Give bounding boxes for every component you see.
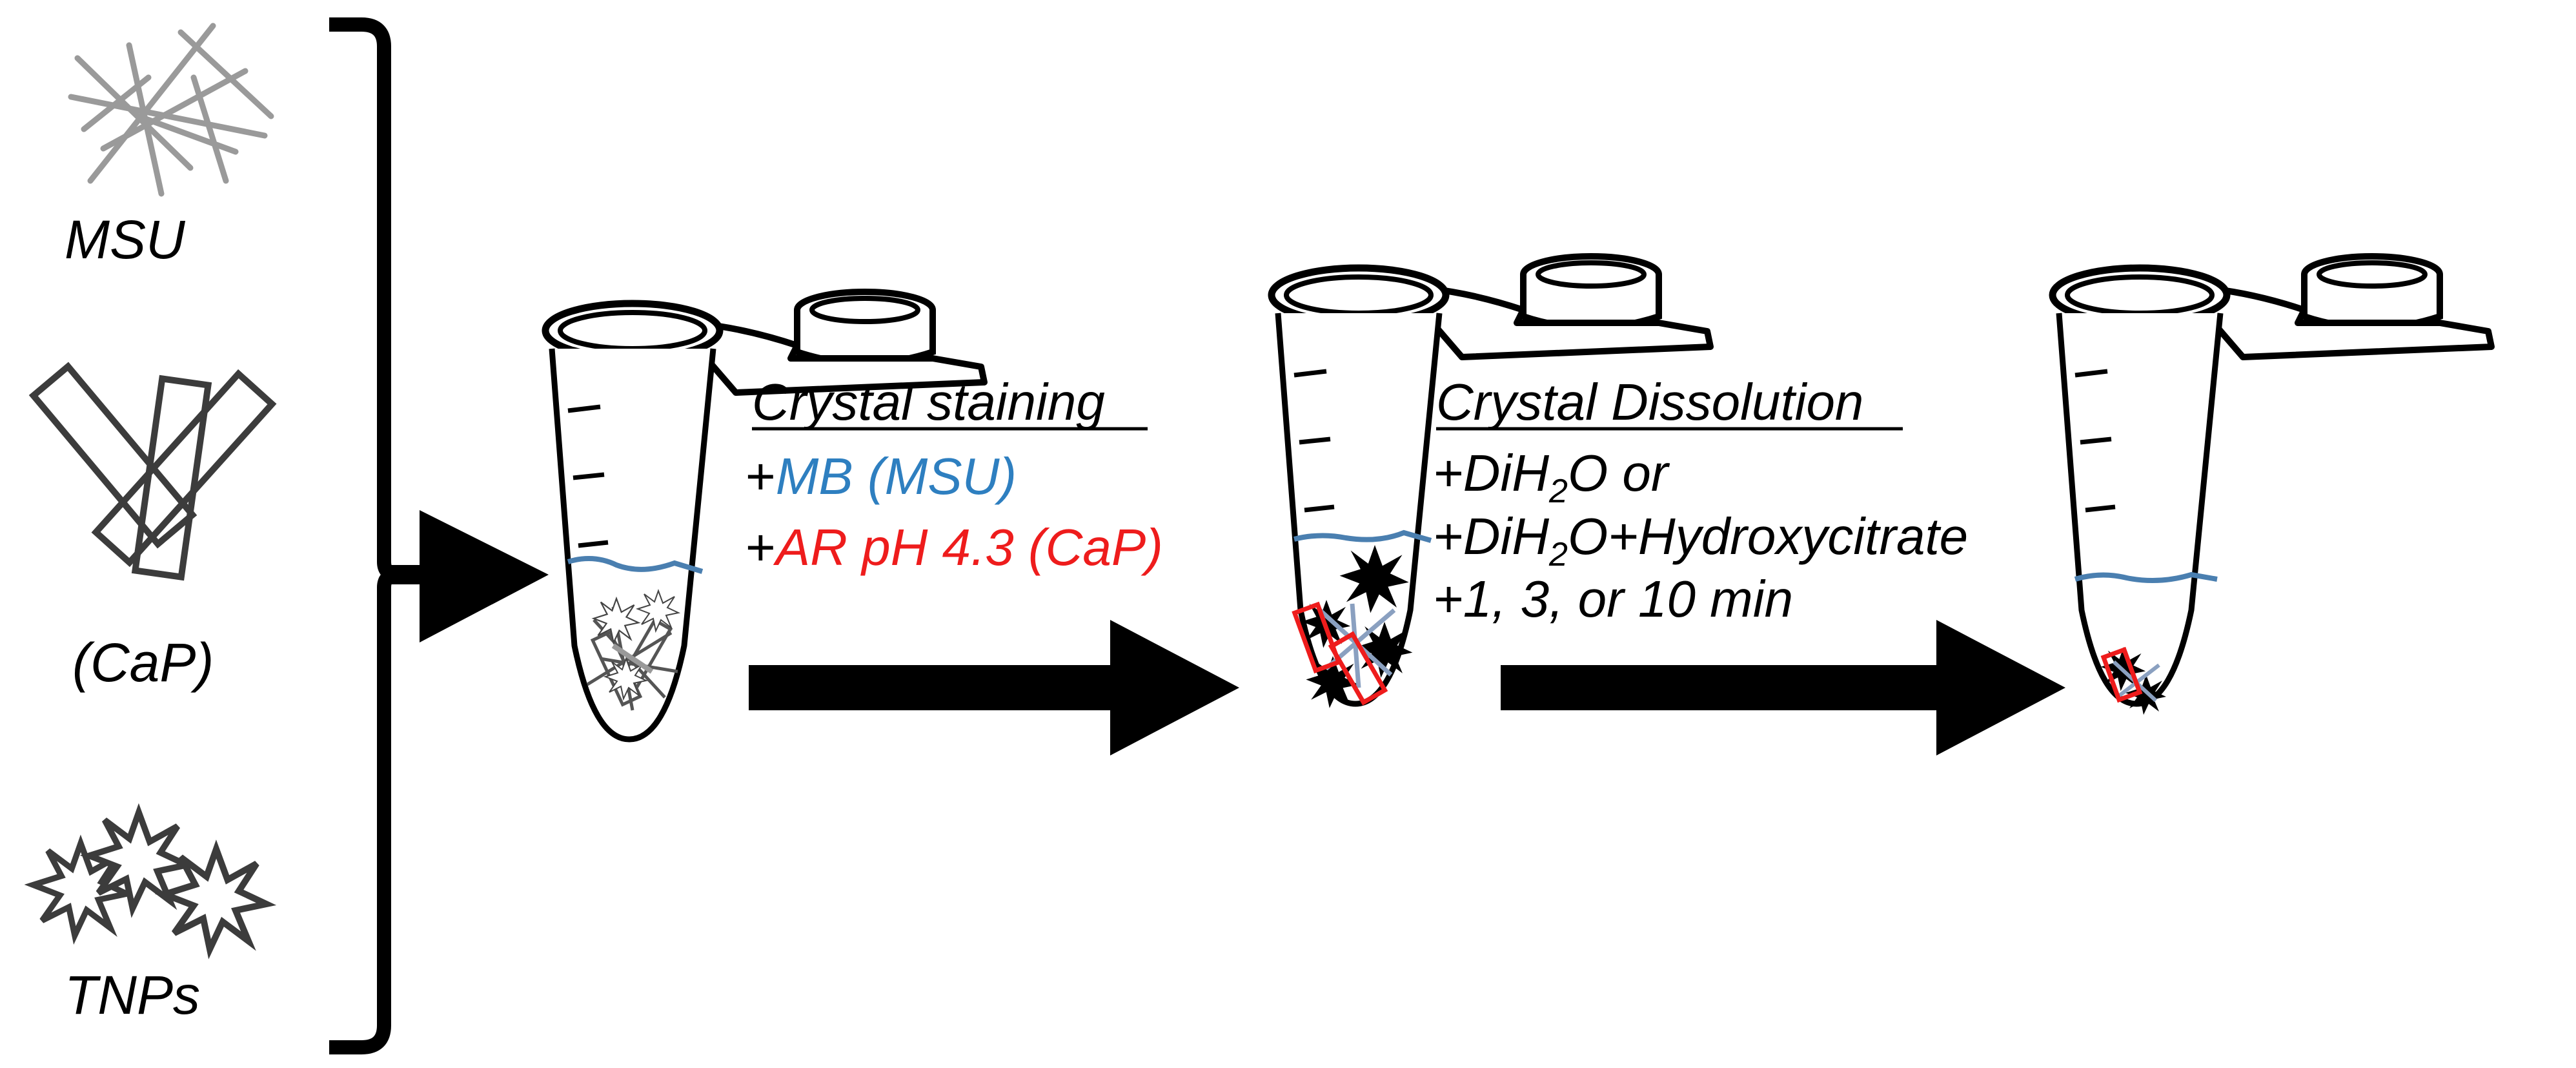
crystal-label-tnps: TNPs (65, 965, 200, 1025)
dissolution-title: Crystal Dissolution (1436, 373, 1863, 431)
crystal-label-cap: (CaP) (72, 632, 214, 693)
rod-crystals-icon (28, 362, 277, 581)
dissolution-line-water: +DiH2O or (1433, 444, 1670, 510)
arrow-icon (387, 510, 549, 642)
bracket-icon (329, 17, 398, 1054)
arrow-icon (1501, 620, 2065, 755)
staining-reagent-mb: +MB (MSU) (745, 447, 1017, 505)
dissolution-line-hydroxycitrate: +DiH2O+Hydroxycitrate (1433, 508, 1968, 573)
needle-crystals-icon (68, 23, 274, 197)
arrow-icon (749, 620, 1239, 755)
staining-reagent-ar: +AR pH 4.3 (CaP) (745, 519, 1163, 576)
tube-icon (2053, 256, 2491, 715)
tube-icon (1272, 256, 1710, 708)
staining-title: Crystal staining (752, 373, 1105, 431)
crystal-label-msu: MSU (65, 209, 186, 270)
starburst-particles-icon (33, 812, 266, 949)
dissolution-line-time: +1, 3, or 10 min (1433, 570, 1793, 628)
tube-icon (545, 292, 984, 739)
